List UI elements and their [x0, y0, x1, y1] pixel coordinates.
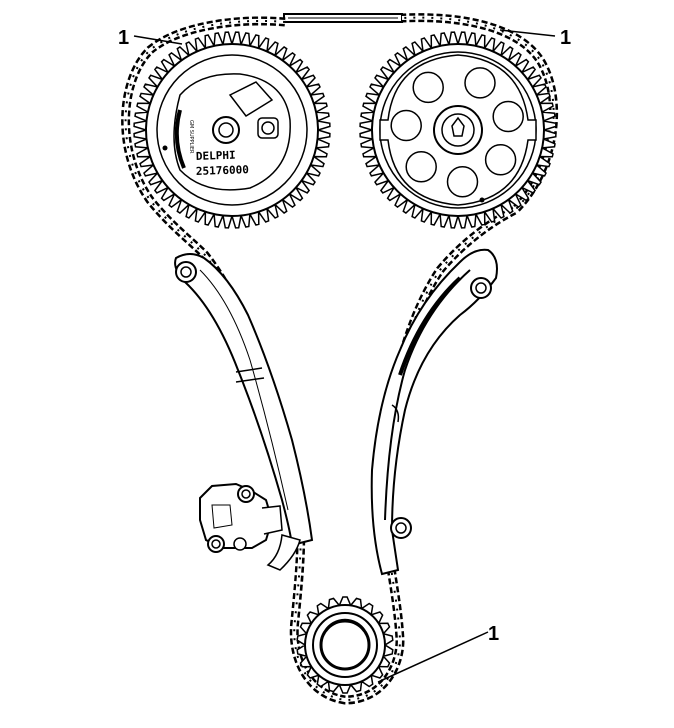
- callout-label-top-left: 1: [118, 27, 129, 49]
- callout-leaders: [133, 29, 556, 683]
- crankshaft-sprocket: [296, 596, 394, 694]
- exhaust-sprocket-holes: [390, 67, 524, 198]
- lightening-hole: [405, 151, 437, 183]
- intake-camshaft-sprocket: DELPHI 25176000 GM SUPPLIER: [133, 31, 331, 229]
- lightening-hole: [446, 166, 479, 198]
- lightening-hole: [484, 144, 517, 176]
- intake-sprocket-brand: DELPHI: [196, 149, 236, 163]
- lightening-hole: [492, 100, 524, 133]
- callout-label-top-right: 1: [560, 27, 571, 49]
- intake-sprocket-part-number: 25176000: [196, 163, 249, 178]
- chain-tensioner: [199, 482, 283, 553]
- exhaust-camshaft-sprocket: [359, 31, 557, 229]
- intake-sprocket-small-text: GM SUPPLIER: [188, 120, 194, 154]
- upper-chain-guide: [283, 13, 403, 23]
- fixed-chain-guide: [370, 248, 498, 576]
- lightening-hole: [412, 71, 444, 104]
- lightening-hole: [464, 67, 496, 99]
- callout-label-bottom: 1: [488, 623, 499, 645]
- lightening-hole: [390, 109, 422, 142]
- tensioner-guide: [174, 253, 314, 571]
